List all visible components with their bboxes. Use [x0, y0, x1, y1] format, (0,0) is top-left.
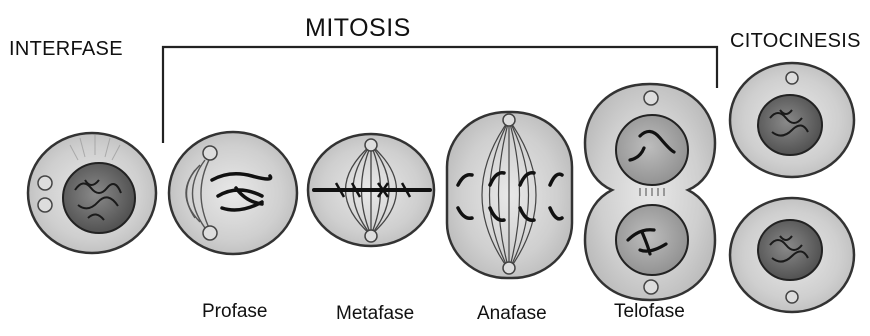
anaphase-label: Anafase	[477, 303, 547, 325]
metaphase-label: Metafase	[336, 303, 414, 325]
interphase-cell	[28, 133, 156, 253]
interphase-label: INTERFASE	[9, 38, 123, 61]
anaphase-cell	[447, 112, 572, 278]
telophase-cell	[585, 84, 715, 300]
cytokinesis-label: CITOCINESIS	[730, 30, 861, 53]
centriole-icon	[786, 72, 798, 84]
prophase-label: Profase	[202, 301, 267, 323]
prophase-cell	[169, 132, 297, 254]
centriole-icon	[786, 291, 798, 303]
metaphase-cell	[308, 134, 434, 246]
mitosis-label: MITOSIS	[305, 14, 411, 43]
cytokinesis-cell-top	[730, 63, 854, 177]
cytokinesis-cell-bottom	[730, 198, 854, 312]
telophase-label: Telofase	[614, 301, 685, 323]
